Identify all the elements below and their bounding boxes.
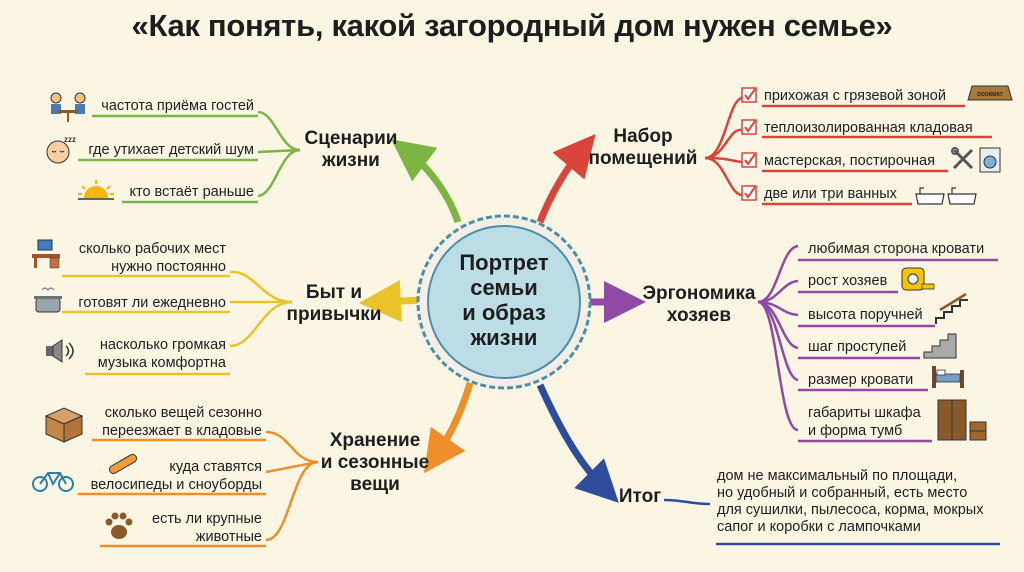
branch-arrow-rooms — [536, 133, 596, 224]
doormat-icon — [967, 85, 1013, 101]
page-title: «Как понять, какой загородный дом нужен … — [131, 8, 893, 43]
checkbox-icon — [741, 119, 757, 135]
ergonomics-item: размер кровати — [808, 372, 914, 388]
sleeping-baby-icon: zzz — [46, 135, 76, 164]
room-item: мастерская, постирочная — [764, 153, 935, 169]
hub-result: Итог — [612, 486, 668, 508]
center-line: жизни — [470, 325, 538, 350]
storage-item: сколько вещей сезонно переезжает в кладо… — [88, 404, 262, 440]
steps-icon — [923, 333, 957, 359]
scenario-item: где утихает детский шум — [88, 142, 254, 158]
hub-ergonomics: Эргономика хозяев — [634, 283, 764, 327]
summary-line: но удобный и собранный, есть место — [717, 485, 968, 501]
bathtub-icon — [947, 187, 977, 205]
ergonomics-item: шаг проступей — [808, 339, 907, 355]
hub-line: Набор — [613, 126, 673, 147]
room-item: две или три ванных — [764, 186, 897, 202]
checkbox-icon — [741, 185, 757, 201]
storage-line: есть ли крупные — [152, 511, 262, 527]
storage-item: куда ставятся велосипеды и сноуборды — [76, 458, 262, 494]
hub-line: хозяев — [666, 305, 732, 326]
cooking-pot-icon — [34, 287, 62, 313]
storage-item: есть ли крупные животные — [120, 510, 262, 546]
nightstand-icon — [969, 421, 987, 441]
branch-arrow-habits — [359, 280, 423, 322]
ergonomics-line: габариты шкафа — [808, 405, 921, 421]
ergonomics-line: и форма тумб — [808, 423, 903, 439]
result-summary: дом не максимальный по площади, но удобн… — [717, 468, 1007, 536]
habit-line: сколько рабочих мест — [78, 241, 226, 257]
wardrobe-icon — [937, 399, 967, 441]
guests-table-icon — [50, 92, 86, 122]
habit-line: музыка комфортна — [97, 355, 226, 371]
storage-line: сколько вещей сезонно — [104, 405, 262, 421]
summary-line: сапог и коробки с лампочками — [717, 519, 921, 535]
hub-line: Быт и — [305, 282, 363, 303]
storage-line: велосипеды и сноуборды — [90, 477, 262, 493]
bed-icon — [932, 366, 964, 388]
hub-line: и сезонные — [320, 452, 430, 473]
hub-storage: Хранение и сезонные вещи — [312, 430, 438, 496]
hub-line: Хранение — [329, 430, 421, 451]
habit-item: насколько громкая музыка комфортна — [84, 336, 226, 372]
doormat-label: DOORMAT — [977, 92, 1002, 98]
habit-line: насколько громкая — [99, 337, 226, 353]
center-circle — [427, 225, 581, 379]
summary-line: дом не максимальный по площади, — [717, 468, 958, 484]
room-item: теплоизолированная кладовая — [764, 120, 973, 136]
ergonomics-item: высота поручней — [808, 307, 923, 323]
hub-scenarios: Сценарии жизни — [296, 128, 406, 172]
scenario-item: частота приёма гостей — [101, 98, 254, 114]
summary-line: для сушилки, пылесоса, корма, мокрых — [717, 502, 984, 518]
checkbox-icon — [741, 87, 757, 103]
snowboard-icon — [108, 454, 138, 474]
branch-arrow-result — [536, 383, 619, 503]
bathtub-icon — [915, 187, 945, 205]
hub-rooms: Набор помещений — [584, 126, 702, 170]
branch-arrow-storage — [423, 382, 474, 474]
bicycle-icon — [32, 472, 74, 492]
tools-icon — [951, 147, 974, 170]
hub-line: Итог — [618, 486, 662, 507]
habit-item: сколько рабочих мест нужно постоянно — [60, 240, 226, 276]
ergonomics-item: рост хозяев — [808, 273, 888, 289]
hub-line: помещений — [588, 148, 698, 169]
washing-machine-icon — [979, 147, 1001, 173]
center-line: Портрет — [459, 250, 549, 275]
hub-line: Эргономика — [642, 283, 756, 304]
center-line: семьи — [470, 275, 538, 300]
habit-line: нужно постоянно — [111, 259, 226, 275]
center-line: и образ — [462, 300, 546, 325]
hub-line: жизни — [322, 150, 380, 171]
cardboard-box-icon — [44, 407, 84, 443]
hub-line: привычки — [286, 304, 382, 325]
ergonomics-item: любимая сторона кровати — [808, 241, 985, 257]
speaker-icon — [46, 339, 74, 363]
habit-item: готовят ли ежедневно — [78, 295, 226, 311]
scenario-item: кто встаёт раньше — [129, 184, 254, 200]
center-label: Портрет семьи и образ жизни — [433, 250, 575, 350]
ergonomics-item: габариты шкафа и форма тумб — [808, 404, 921, 440]
svg-text:zzz: zzz — [64, 135, 76, 144]
hub-habits: Быт и привычки — [284, 282, 384, 326]
hub-line: Сценарии — [304, 128, 398, 149]
storage-line: куда ставятся — [169, 459, 262, 475]
checkbox-icon — [741, 152, 757, 168]
storage-line: переезжает в кладовые — [102, 423, 262, 439]
tape-measure-icon — [901, 267, 935, 291]
handrail-stairs-icon — [935, 292, 968, 324]
sunrise-icon — [78, 180, 114, 200]
branch-arrow-scenarios — [391, 139, 462, 224]
storage-line: животные — [195, 529, 262, 545]
paw-icon — [105, 512, 133, 539]
hub-line: вещи — [350, 474, 400, 495]
room-item: прихожая с грязевой зоной — [764, 88, 946, 104]
desk-computer-icon — [32, 239, 60, 269]
